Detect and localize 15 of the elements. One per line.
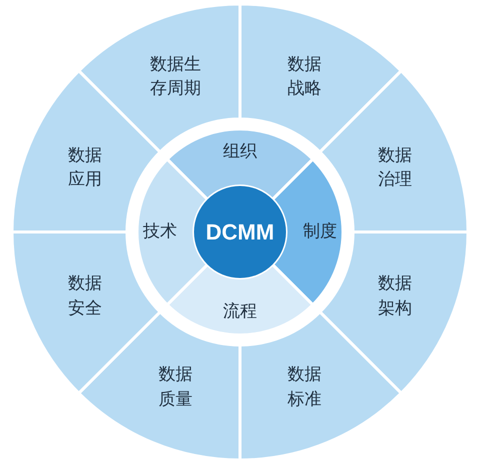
segment-label: 制度 xyxy=(302,220,338,243)
segment-label: 数据安全 xyxy=(66,272,103,320)
segment-label: 数据标准 xyxy=(286,364,322,410)
segment-label: 组织 xyxy=(222,140,258,163)
segment-label: 数据架构 xyxy=(377,272,414,320)
segment-label: 数据质量 xyxy=(158,364,194,410)
center-label: DCMM xyxy=(206,218,274,246)
center-circle xyxy=(194,186,286,278)
segment-label: 数据应用 xyxy=(66,144,103,191)
segment-label: 技术 xyxy=(142,220,178,243)
segment-label: 流程 xyxy=(222,300,258,323)
segment-label: 数据生存周期 xyxy=(149,53,202,100)
segment-label: 数据战略 xyxy=(286,53,322,100)
segment-label: 数据治理 xyxy=(377,144,414,191)
inner-segment xyxy=(136,158,209,306)
